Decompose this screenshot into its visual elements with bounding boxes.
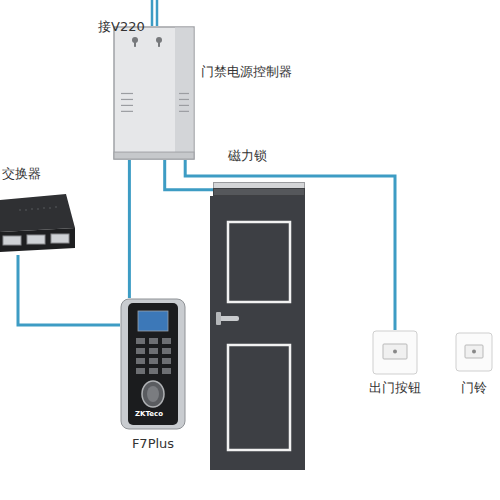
door-handle: [219, 316, 239, 321]
node-label: 门禁电源控制器: [201, 64, 292, 80]
doorbell-drawing: [455, 332, 493, 372]
node-label: 交换器: [2, 166, 41, 182]
network-switch: 交换器: [0, 190, 75, 255]
node-label: 门铃: [461, 380, 487, 396]
exit-button: 出门按钮: [372, 330, 418, 375]
wire-connector: [128, 160, 131, 298]
power-wire: [156, 0, 159, 26]
network-switch-drawing: [0, 190, 75, 255]
node-label: F7Plus: [132, 436, 174, 452]
doorbell: 门铃: [455, 332, 493, 372]
wire-connector: [185, 160, 395, 330]
door-handle: [216, 312, 221, 325]
node-label: 出门按钮: [369, 380, 421, 396]
node-label: 磁力锁: [228, 148, 267, 164]
magnetic-lock-drawing: [213, 182, 305, 196]
wire-connector: [18, 255, 120, 325]
power-controller: 门禁电源控制器: [113, 26, 195, 160]
power-wire: [151, 0, 154, 26]
exit-button-drawing: [372, 330, 418, 375]
brand-logo: ZKTeco: [135, 410, 163, 418]
power-controller-drawing: [113, 26, 195, 160]
power-input-label: 接V220: [98, 19, 145, 35]
door-leaf: [210, 196, 305, 470]
door-panel: [228, 222, 290, 302]
magnetic-lock: 磁力锁: [213, 182, 305, 196]
door-panel: [228, 345, 290, 450]
